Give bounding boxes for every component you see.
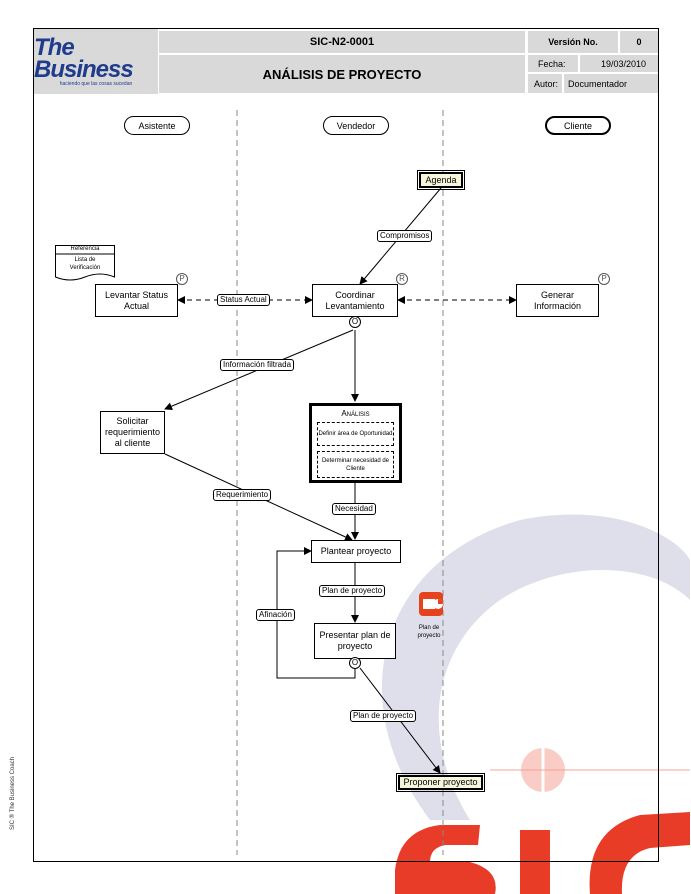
doc-code-cell: SIC-N2-0001 xyxy=(159,31,525,53)
levantar-status-node: Levantar Status Actual xyxy=(95,284,178,317)
plan-document-icon xyxy=(418,591,446,619)
label-plan-2: Plan de proyecto xyxy=(350,710,417,722)
referencia-title: Referencia xyxy=(70,246,100,252)
lane-cliente: Cliente xyxy=(545,116,611,135)
plantear-node: Plantear proyecto xyxy=(311,540,401,563)
author-value: Documentador xyxy=(564,74,658,93)
logo-cell: The Business haciendo que las cosas suce… xyxy=(34,29,158,94)
version-label: Versión No. xyxy=(528,31,618,53)
referencia-document: Referencia Lista de Verificación xyxy=(55,245,115,283)
label-requerimiento: Requerimiento xyxy=(213,489,272,501)
generar-node: Generar Información xyxy=(516,284,599,317)
version-value: 0 xyxy=(620,31,658,53)
date-value: 19/03/2010 xyxy=(580,55,658,72)
watermark-swoosh xyxy=(381,514,690,820)
lane-vendedor: Vendedor xyxy=(323,116,389,135)
analisis-title: Análisis xyxy=(341,409,370,418)
marker-r: R xyxy=(396,273,408,285)
author-label: Autor: xyxy=(528,74,562,93)
edge-afinacion xyxy=(276,547,356,679)
referencia-body: Lista de Verificación xyxy=(69,257,101,271)
presentation-icon xyxy=(419,592,443,616)
page-frame xyxy=(33,28,659,862)
marker-p-right: P xyxy=(598,273,610,285)
company-logo: The Business xyxy=(34,33,134,83)
doc-title-cell: ANÁLISIS DE PROYECTO xyxy=(159,55,525,93)
side-copyright: SIC ® The Business Coach xyxy=(10,756,16,830)
analisis-node: Análisis Definir área de Oportunidad Det… xyxy=(309,403,402,483)
plan-document-label: Plan de proyecto xyxy=(417,625,441,639)
presentar-node: Presentar plan de proyecto xyxy=(314,623,396,659)
marker-o-coordinar: O xyxy=(349,316,361,328)
logo-tagline: haciendo que las cosas sucedan xyxy=(59,80,133,87)
lane-asistente: Asistente xyxy=(124,116,190,135)
label-status-actual: Status Actual xyxy=(217,294,270,306)
label-compromisos: Compromisos xyxy=(377,230,433,242)
analisis-sub-oportunidad: Definir área de Oportunidad xyxy=(317,422,394,446)
analisis-sub-necesidad: Determinar necesidad de Cliente xyxy=(317,451,394,478)
marker-p-left: P xyxy=(176,273,188,285)
watermark-target xyxy=(490,735,690,805)
coordinar-node: Coordinar Levantamiento xyxy=(312,284,398,317)
label-afinacion: Afinación xyxy=(256,609,295,621)
agenda-node: Agenda xyxy=(417,170,465,190)
document-shape xyxy=(55,245,115,281)
proponer-node: Proponer proyecto xyxy=(396,773,485,792)
watermark-sic-letters xyxy=(395,812,690,894)
solicitar-node: Solicitar requerimiento al cliente xyxy=(100,411,165,454)
date-label: Fecha: xyxy=(528,55,578,72)
label-info-filtrada: Información filtrada xyxy=(220,359,295,371)
label-plan-1: Plan de proyecto xyxy=(319,585,386,597)
marker-o-presentar: O xyxy=(349,657,361,669)
label-necesidad: Necesidad xyxy=(332,503,376,515)
